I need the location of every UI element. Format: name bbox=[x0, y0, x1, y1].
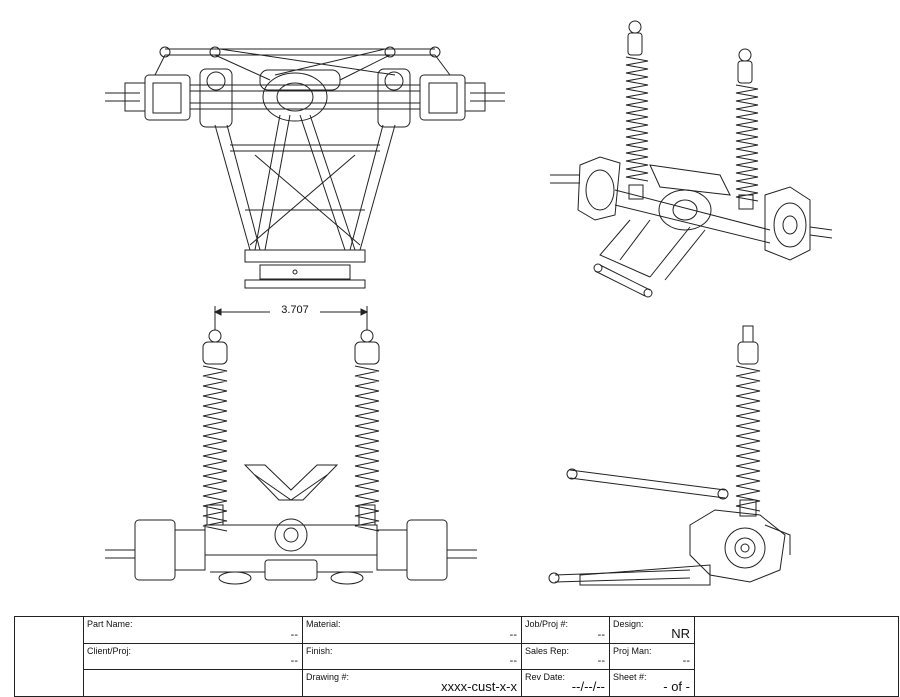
finish-value: -- bbox=[509, 655, 517, 667]
job-proj-label: Job/Proj #: bbox=[525, 619, 569, 629]
rev-date-cell: Rev Date: --/--/-- bbox=[522, 670, 610, 697]
proj-man-value: -- bbox=[682, 655, 690, 667]
front-view-drawing bbox=[105, 306, 477, 585]
part-name-value: -- bbox=[290, 629, 298, 641]
sales-rep-value: -- bbox=[597, 655, 605, 667]
part-name-cell: Part Name: -- bbox=[84, 617, 303, 644]
rev-date-label: Rev Date: bbox=[525, 672, 566, 682]
job-proj-value: -- bbox=[597, 629, 605, 641]
title-block-blank bbox=[15, 617, 84, 697]
design-value: NR bbox=[671, 626, 690, 641]
sheet-number-label: Sheet #: bbox=[613, 672, 647, 682]
top-view-drawing bbox=[105, 46, 505, 289]
drawing-number-cell: Drawing #: xxxx-cust-x-x bbox=[303, 670, 522, 697]
material-label: Material: bbox=[306, 619, 341, 629]
design-cell: Design: NR bbox=[610, 617, 695, 644]
drawing-number-label: Drawing #: bbox=[306, 672, 350, 682]
design-label: Design: bbox=[613, 619, 644, 629]
client-proj-cell: Client/Proj: -- bbox=[84, 644, 303, 670]
isometric-view-drawing bbox=[550, 20, 833, 298]
finish-cell: Finish: -- bbox=[303, 644, 522, 670]
side-view-drawing bbox=[548, 325, 791, 586]
material-cell: Material: -- bbox=[303, 617, 522, 644]
client-proj-value: -- bbox=[290, 655, 298, 667]
proj-man-label: Proj Man: bbox=[613, 646, 652, 656]
sheet-number-cell: Sheet #: - of - bbox=[610, 670, 695, 697]
title-block-logo-area bbox=[695, 617, 899, 697]
client-proj-extension-cell bbox=[84, 670, 303, 697]
proj-man-cell: Proj Man: -- bbox=[610, 644, 695, 670]
material-value: -- bbox=[509, 629, 517, 641]
sales-rep-cell: Sales Rep: -- bbox=[522, 644, 610, 670]
part-name-label: Part Name: bbox=[87, 619, 133, 629]
drawing-number-value: xxxx-cust-x-x bbox=[441, 679, 517, 694]
sheet-number-value: - of - bbox=[663, 679, 690, 694]
sales-rep-label: Sales Rep: bbox=[525, 646, 570, 656]
client-proj-label: Client/Proj: bbox=[87, 646, 132, 656]
title-block: Part Name: -- Material: -- Job/Proj #: -… bbox=[14, 616, 899, 697]
dimension-label: 3.707 bbox=[270, 304, 320, 316]
rev-date-value: --/--/-- bbox=[571, 679, 605, 694]
job-proj-cell: Job/Proj #: -- bbox=[522, 617, 610, 644]
finish-label: Finish: bbox=[306, 646, 333, 656]
